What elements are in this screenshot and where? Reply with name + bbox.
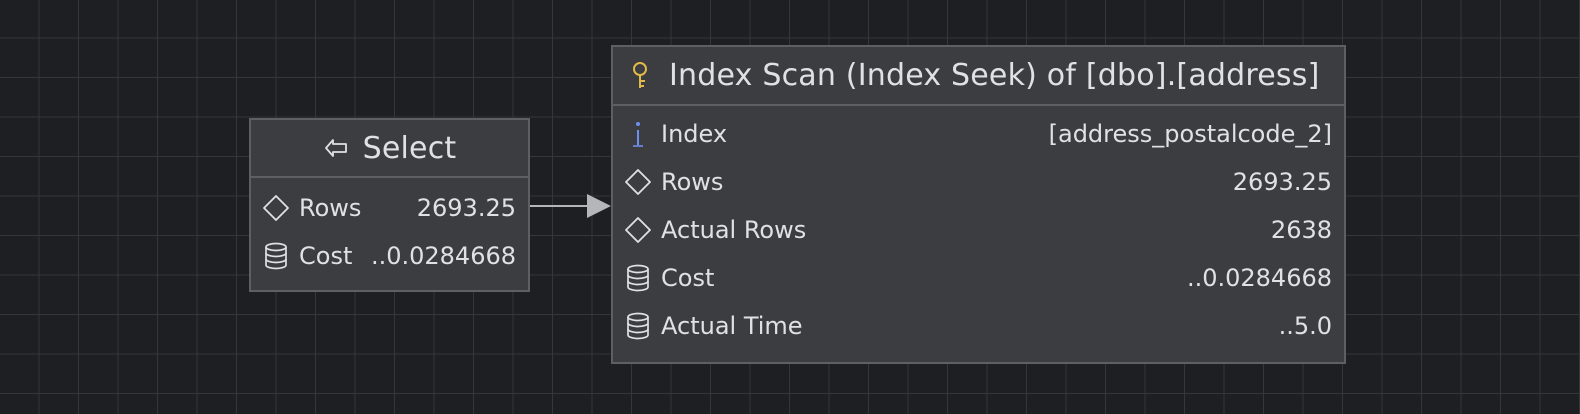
database-icon xyxy=(261,241,291,271)
row-label: Actual Rows xyxy=(661,216,807,244)
index-scan-node[interactable]: Index Scan (Index Seek) of [dbo].[addres… xyxy=(611,45,1346,364)
row-label: Actual Time xyxy=(661,312,803,340)
select-node-header: Select xyxy=(251,120,528,178)
key-icon xyxy=(625,61,655,91)
scan-row-rows: Rows 2693.25 xyxy=(623,158,1332,206)
diamond-icon xyxy=(261,193,291,223)
diamond-icon xyxy=(623,215,653,245)
row-label: Rows xyxy=(299,194,362,222)
row-label: Cost xyxy=(299,242,353,270)
row-value: 2638 xyxy=(1270,216,1332,244)
index-scan-node-title: Index Scan (Index Seek) of [dbo].[addres… xyxy=(669,58,1320,93)
scan-row-index: Index [address_postalcode_2] xyxy=(623,110,1332,158)
row-value: ..5.0 xyxy=(1278,312,1332,340)
diamond-icon xyxy=(623,167,653,197)
select-row-cost: Cost ..0.0284668 xyxy=(261,232,516,280)
index-scan-node-header: Index Scan (Index Seek) of [dbo].[addres… xyxy=(613,47,1344,106)
row-label: Cost xyxy=(661,264,715,292)
info-icon xyxy=(623,119,653,149)
arrow-left-icon xyxy=(323,137,349,159)
row-value: ..0.0284668 xyxy=(370,242,516,270)
row-value: 2693.25 xyxy=(416,194,516,222)
scan-row-actual-time: Actual Time ..5.0 xyxy=(623,302,1332,350)
select-node[interactable]: Select Rows 2693.25 xyxy=(249,118,530,292)
select-row-rows: Rows 2693.25 xyxy=(261,184,516,232)
row-label: Index xyxy=(661,120,728,148)
database-icon xyxy=(623,263,653,293)
scan-row-cost: Cost ..0.0284668 xyxy=(623,254,1332,302)
scan-row-actual-rows: Actual Rows 2638 xyxy=(623,206,1332,254)
row-value: [address_postalcode_2] xyxy=(1048,120,1332,148)
database-icon xyxy=(623,311,653,341)
select-node-title: Select xyxy=(362,130,457,166)
row-value: 2693.25 xyxy=(1232,168,1332,196)
row-label: Rows xyxy=(661,168,724,196)
row-value: ..0.0284668 xyxy=(1186,264,1332,292)
